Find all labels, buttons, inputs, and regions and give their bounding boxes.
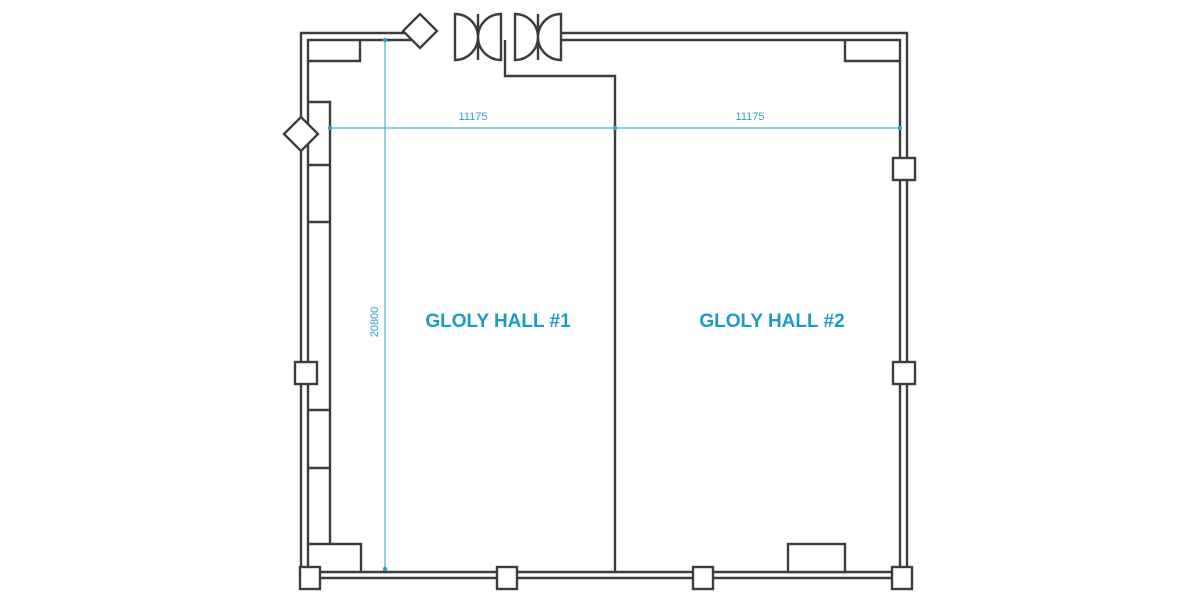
column-bottom-3: [691, 565, 715, 591]
diamond-column-left: [282, 115, 320, 153]
stage-block: [786, 542, 847, 574]
dimension-lines: [327, 37, 903, 572]
column-bottom-left: [298, 565, 322, 591]
door-2: [513, 12, 563, 62]
column-bottom-2: [495, 565, 519, 591]
dimension-hall-1-width: 11175: [459, 111, 488, 123]
square-columns: [293, 156, 917, 591]
dimension-hall-2-width: 11175: [736, 111, 765, 123]
hall-2-label: GLOLY HALL #2: [699, 311, 844, 332]
corner-fixtures: [308, 40, 900, 572]
diamond-column-top: [401, 12, 439, 50]
column-bottom-right: [890, 565, 914, 591]
outer-walls: [299, 31, 909, 580]
side-panel-strip: [308, 100, 332, 544]
partition-wall: [503, 40, 617, 572]
column-right-top: [891, 156, 917, 182]
door-1: [453, 12, 503, 62]
column-right-mid: [891, 360, 917, 386]
column-left-mid: [293, 360, 319, 386]
dimension-depth: 20800: [369, 307, 381, 338]
hall-1-label: GLOLY HALL #1: [425, 311, 571, 332]
